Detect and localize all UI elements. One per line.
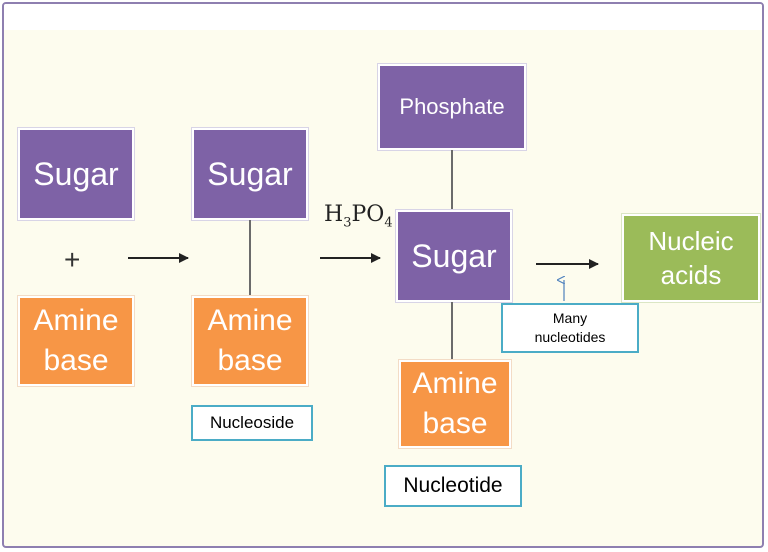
base-label-2: base bbox=[217, 344, 283, 377]
sugar-label-1: Sugar bbox=[33, 155, 119, 192]
phosphate-box: Phosphate bbox=[378, 64, 526, 150]
nucleoside-label: Nucleoside bbox=[209, 413, 295, 432]
sugar-label-3: Sugar bbox=[411, 237, 497, 274]
many-nucleotides-box: Many nucleotides bbox=[501, 303, 639, 353]
plus-sign: + bbox=[64, 244, 81, 275]
base-label-3: base bbox=[422, 407, 488, 440]
amine-base-box-1: Amine base bbox=[18, 296, 134, 386]
nucleoside-label-box: Nucleoside bbox=[191, 405, 313, 441]
nucleic-label: Nucleic bbox=[648, 226, 734, 256]
amine-label-2: Amine bbox=[207, 304, 293, 337]
top-band bbox=[4, 4, 762, 30]
phosphate-label: Phosphate bbox=[399, 94, 505, 119]
bond-line-phosphate bbox=[451, 150, 453, 210]
bond-line-nucleoside bbox=[249, 220, 251, 296]
nucleotide-label-box: Nucleotide bbox=[384, 465, 522, 507]
acids-label: acids bbox=[660, 260, 722, 290]
amine-label-1: Amine bbox=[33, 304, 119, 337]
sugar-box-1: Sugar bbox=[18, 128, 134, 220]
sugar-box-3: Sugar bbox=[396, 210, 512, 302]
amine-base-box-3: Amine base bbox=[399, 360, 511, 448]
bond-line-base bbox=[451, 302, 453, 360]
nucleotide-label: Nucleotide bbox=[403, 474, 503, 497]
amine-label-3: Amine bbox=[412, 367, 498, 400]
base-label-1: base bbox=[43, 344, 109, 377]
many-label: Many bbox=[552, 310, 588, 326]
nucleic-acids-box: Nucleic acids bbox=[622, 214, 760, 302]
sugar-box-2: Sugar bbox=[192, 128, 308, 220]
reagent-formula: H3PO4 bbox=[324, 202, 393, 231]
amine-base-box-2: Amine base bbox=[192, 296, 308, 386]
arrows-layer bbox=[128, 253, 599, 301]
sugar-label-2: Sugar bbox=[207, 155, 293, 192]
nucleotides-label: nucleotides bbox=[534, 329, 606, 345]
